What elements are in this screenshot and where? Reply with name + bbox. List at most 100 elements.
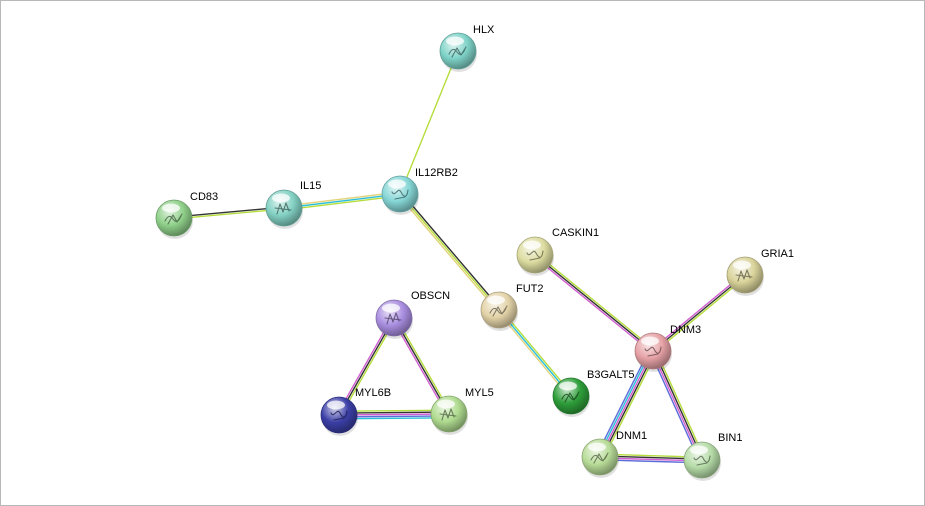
node-gloss — [162, 203, 180, 213]
protein-structure-icon — [448, 46, 467, 58]
node-myl5[interactable]: MYL5 — [430, 387, 494, 435]
edge-strand — [338, 317, 395, 416]
edge-strand — [174, 208, 285, 220]
edge-strand — [649, 351, 701, 462]
edge-strand — [398, 194, 499, 312]
protein-structure-icon — [391, 189, 409, 200]
node-il15[interactable]: IL15 — [265, 180, 321, 229]
node-gloss — [641, 336, 659, 346]
edge-dnm3-bin1[interactable] — [649, 349, 706, 462]
edge-strand — [336, 316, 393, 415]
node-label-caskin1: CASKIN1 — [552, 227, 599, 239]
node-label-dnm3: DNM3 — [670, 324, 701, 336]
node-gloss — [733, 260, 751, 270]
node-hlx[interactable]: HLX — [439, 24, 495, 72]
node-gloss — [388, 179, 406, 189]
node-label-gria1: GRIA1 — [761, 248, 794, 260]
edge-strand — [284, 195, 401, 211]
node-myl6b[interactable]: MYL6B — [320, 387, 391, 436]
edge-strand — [599, 350, 654, 458]
protein-structure-icon — [384, 312, 402, 325]
protein-structure-icon — [561, 391, 580, 403]
node-label-obscn: OBSCN — [411, 290, 450, 302]
edge-strand — [173, 206, 284, 218]
edge-strand — [654, 349, 706, 460]
protein-structure-icon — [274, 202, 292, 215]
node-il12rb2[interactable]: IL12RB2 — [381, 167, 458, 215]
edge-strand — [499, 308, 573, 396]
edge-strand — [534, 254, 654, 352]
protein-structure-icon — [439, 408, 457, 421]
edge-gria1-dnm3[interactable] — [651, 272, 747, 354]
node-bin1[interactable]: BIN1 — [683, 432, 742, 481]
edge-obscn-myl5[interactable] — [391, 316, 452, 416]
node-gloss — [437, 399, 455, 409]
edge-hlx-il12rb2[interactable] — [399, 50, 459, 195]
node-gloss — [523, 240, 541, 250]
edge-strand — [340, 318, 397, 417]
edge-il15-cd83[interactable] — [173, 206, 285, 220]
node-caskin1[interactable]: CASKIN1 — [516, 227, 599, 276]
protein-structure-icon — [526, 250, 544, 261]
node-label-cd83: CD83 — [190, 191, 218, 203]
protein-structure-icon — [590, 452, 609, 464]
node-gloss — [446, 36, 464, 46]
node-dnm1[interactable]: DNM1 — [581, 430, 647, 478]
node-obscn[interactable]: OBSCN — [375, 290, 450, 339]
edge-il12rb2-fut2[interactable] — [398, 192, 501, 312]
edge-dnm3-dnm1[interactable] — [595, 348, 658, 460]
node-gria1[interactable]: GRIA1 — [726, 248, 794, 296]
node-gloss — [382, 303, 400, 313]
edge-strand — [400, 192, 501, 310]
edge-strand — [595, 348, 651, 456]
edge-strand — [338, 409, 449, 412]
edge-strand — [395, 316, 452, 414]
node-gloss — [588, 442, 606, 452]
node-cd83[interactable]: CD83 — [155, 191, 218, 239]
edge-strand — [338, 411, 449, 414]
node-gloss — [559, 381, 577, 391]
edge-strand — [535, 252, 655, 351]
node-label-fut2: FUT2 — [516, 283, 544, 295]
protein-structure-icon — [693, 455, 711, 466]
edge-strand — [399, 193, 500, 311]
edge-layer — [173, 50, 747, 464]
edge-strand — [399, 50, 459, 195]
node-label-hlx: HLX — [473, 24, 495, 36]
edge-strand — [601, 351, 656, 459]
edge-strand — [339, 415, 450, 418]
node-gloss — [327, 400, 345, 410]
edge-strand — [602, 352, 658, 460]
edge-strand — [653, 350, 704, 460]
edge-strand — [339, 417, 450, 420]
edge-strand — [498, 309, 572, 397]
edge-strand — [497, 310, 571, 398]
edge-obscn-myl6b[interactable] — [336, 316, 397, 417]
edge-strand — [651, 272, 745, 351]
node-label-bin1: BIN1 — [718, 432, 742, 444]
edge-fut2-b3galt5[interactable] — [497, 308, 573, 398]
edge-il12rb2-il15[interactable] — [283, 191, 401, 211]
edge-strand — [533, 255, 653, 354]
protein-structure-icon — [735, 269, 753, 282]
edge-strand — [651, 351, 702, 461]
edge-caskin1-dnm3[interactable] — [533, 252, 655, 354]
protein-structure-icon — [644, 346, 662, 357]
edge-strand — [391, 318, 448, 416]
edge-strand — [283, 191, 400, 207]
node-label-b3galt5: B3GALT5 — [587, 369, 635, 381]
protein-structure-icon — [164, 213, 183, 225]
node-b3galt5[interactable]: B3GALT5 — [552, 369, 635, 417]
node-fut2[interactable]: FUT2 — [480, 283, 544, 331]
node-label-dnm1: DNM1 — [616, 430, 647, 442]
node-dnm3[interactable]: DNM3 — [634, 324, 701, 372]
node-label-myl6b: MYL6B — [355, 387, 391, 399]
node-gloss — [690, 445, 708, 455]
edge-strand — [597, 349, 652, 457]
edge-strand — [652, 274, 746, 352]
edge-strand — [653, 275, 747, 354]
edge-strand — [283, 193, 401, 209]
protein-structure-icon — [330, 410, 348, 421]
